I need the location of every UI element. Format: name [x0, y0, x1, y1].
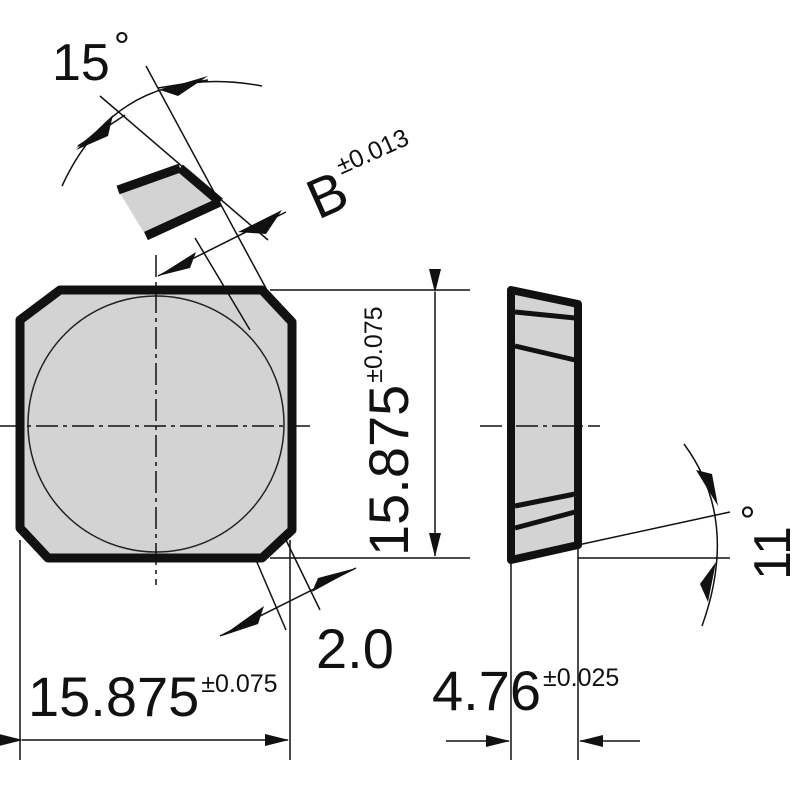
angle-11-construction — [577, 443, 731, 627]
corner-dimension — [219, 539, 357, 637]
insert-side-view — [480, 286, 600, 564]
angle-15-arrow-left — [76, 115, 113, 150]
chamfer-b-label: B±0.013 — [296, 124, 429, 231]
width-label: 15.875±0.075 — [28, 665, 278, 728]
chamfer-detail — [116, 163, 223, 241]
angle-15-arrow-right — [160, 76, 208, 96]
chamfer-b-dimension — [157, 210, 287, 331]
height-label: 15.875±0.075 — [357, 306, 420, 556]
height-dimension — [270, 269, 470, 559]
corner-label: 2.0 — [316, 617, 394, 680]
thickness-dimension — [446, 545, 640, 760]
angle-15-label: 15° — [52, 25, 130, 92]
width-dimension — [0, 540, 291, 760]
insert-top-view — [0, 255, 312, 585]
angle-11-label: 11° — [735, 504, 800, 580]
angle-15-construction — [61, 65, 269, 293]
thickness-label: 4.76±0.025 — [432, 659, 619, 722]
insert-outline — [15, 285, 297, 563]
